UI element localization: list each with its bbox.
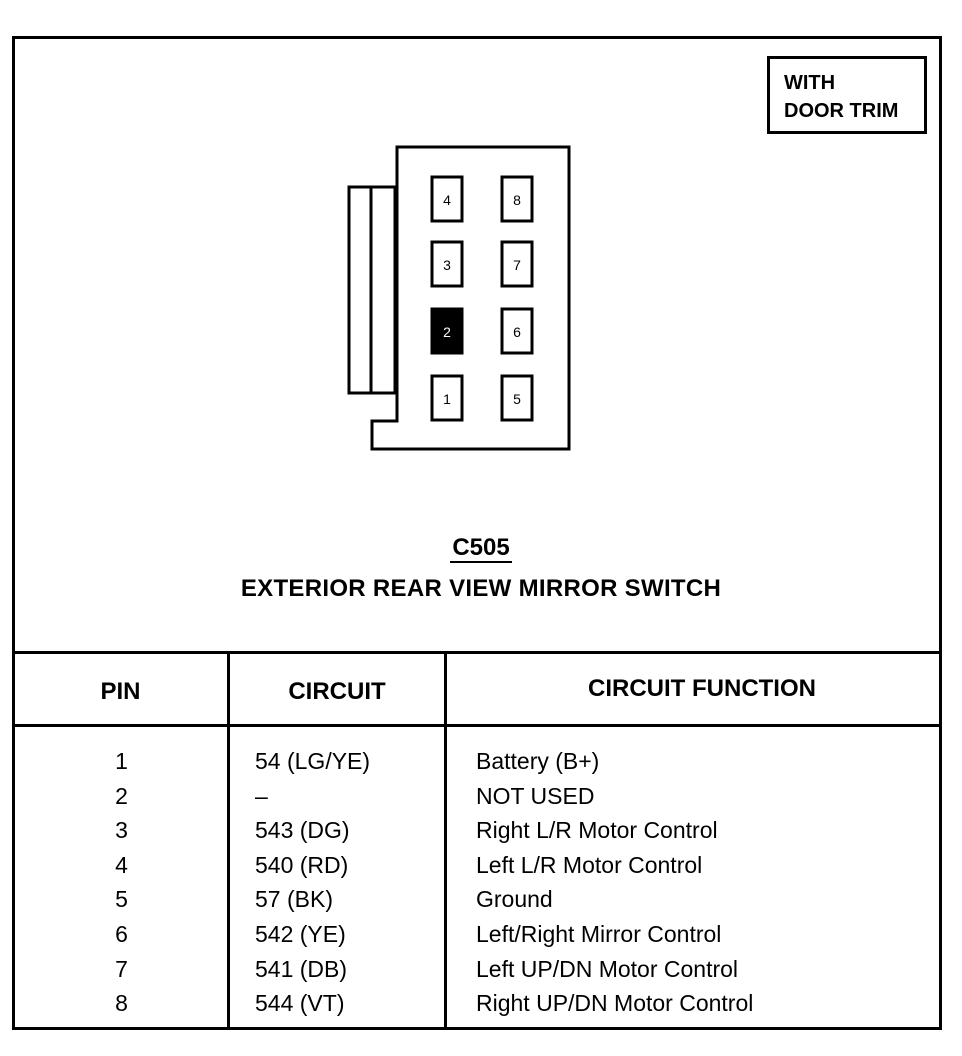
function-cell: Left UP/DN Motor Control bbox=[476, 955, 739, 982]
connector-latch-outer bbox=[347, 185, 373, 395]
pin-cell: 8 bbox=[115, 990, 128, 1017]
connector-name: EXTERIOR REAR VIEW MIRROR SWITCH bbox=[240, 575, 722, 602]
circuit-cell: 542 (YE) bbox=[255, 920, 346, 947]
connector-latch-inner bbox=[369, 185, 397, 395]
pin-cell: 2 bbox=[115, 782, 128, 809]
pin-number-label: 1 bbox=[443, 391, 451, 407]
circuit-cell: 54 (LG/YE) bbox=[255, 748, 371, 774]
header-pin: PIN bbox=[100, 678, 141, 705]
table-divider-1 bbox=[227, 651, 230, 1030]
circuit-column: 54 (LG/YE) – 543 (DG) 540 (RD) 57 (BK) 542 (Y… bbox=[255, 744, 445, 1021]
connector-face: 4 8 3 7 2 6 1 5 bbox=[347, 145, 571, 451]
function-cell: Right L/R Motor Control bbox=[476, 817, 718, 844]
pin-number-label: 5 bbox=[513, 391, 521, 407]
function-cell: Ground bbox=[476, 886, 553, 913]
pin-number-label: 3 bbox=[443, 257, 451, 273]
badge-line-2: DOOR TRIM bbox=[784, 100, 899, 122]
circuit-cell: 541 (DB) bbox=[255, 955, 348, 982]
function-cell: NOT USED bbox=[476, 782, 595, 809]
function-cell: Battery (B+) bbox=[476, 748, 600, 774]
pin-number-label: 8 bbox=[513, 192, 521, 208]
pin-cavity bbox=[500, 374, 534, 422]
badge-line-1: WITH bbox=[784, 72, 836, 94]
header-circuit-function: CIRCUIT FUNCTION bbox=[588, 675, 816, 702]
pin-cavity bbox=[500, 240, 534, 288]
pin-cell: 3 bbox=[115, 817, 128, 844]
table-header-rule bbox=[12, 724, 942, 727]
pin-cell: 6 bbox=[115, 920, 128, 947]
connector-id: C505 bbox=[0, 534, 962, 563]
circuit-cell: – bbox=[255, 782, 268, 809]
function-column: Battery (B+) NOT USED Right L/R Motor Cont… bbox=[476, 744, 936, 1021]
function-cell: Right UP/DN Motor Control bbox=[476, 990, 754, 1017]
circuit-cell: 57 (BK) bbox=[255, 886, 333, 913]
pin-cavity bbox=[430, 240, 464, 288]
pin-cavities: 4 8 3 7 2 6 1 5 bbox=[430, 175, 534, 422]
door-trim-badge: WITH DOOR TRIM bbox=[767, 56, 927, 134]
table-top-rule bbox=[12, 651, 942, 654]
pin-cavity bbox=[500, 307, 534, 355]
pin-number-label: 6 bbox=[513, 324, 521, 340]
function-cell: Left L/R Motor Control bbox=[476, 851, 703, 878]
pin-cavity bbox=[430, 175, 464, 223]
circuit-cell: 543 (DG) bbox=[255, 817, 350, 844]
pin-cavity bbox=[500, 175, 534, 223]
pin-column: 1 2 3 4 5 6 7 8 bbox=[14, 744, 229, 1021]
pin-number-label: 7 bbox=[513, 257, 521, 273]
connector-id-text: C505 bbox=[450, 534, 512, 563]
circuit-cell: 544 (VT) bbox=[255, 990, 345, 1017]
pin-cell: 7 bbox=[115, 955, 128, 982]
table-divider-2 bbox=[444, 651, 447, 1030]
pin-cell: 4 bbox=[115, 851, 128, 878]
connector-body bbox=[370, 145, 571, 451]
circuit-cell: 540 (RD) bbox=[255, 851, 349, 878]
pin-cavity bbox=[430, 307, 464, 355]
function-cell: Left/Right Mirror Control bbox=[476, 920, 722, 947]
header-circuit: CIRCUIT bbox=[288, 678, 386, 705]
pin-cell: 5 bbox=[115, 886, 128, 913]
pin-cell: 1 bbox=[115, 748, 128, 774]
pin-number-label: 2 bbox=[443, 324, 451, 340]
diagram-frame bbox=[12, 36, 942, 1030]
pin-cavity bbox=[430, 374, 464, 422]
pin-number-label: 4 bbox=[443, 192, 451, 208]
